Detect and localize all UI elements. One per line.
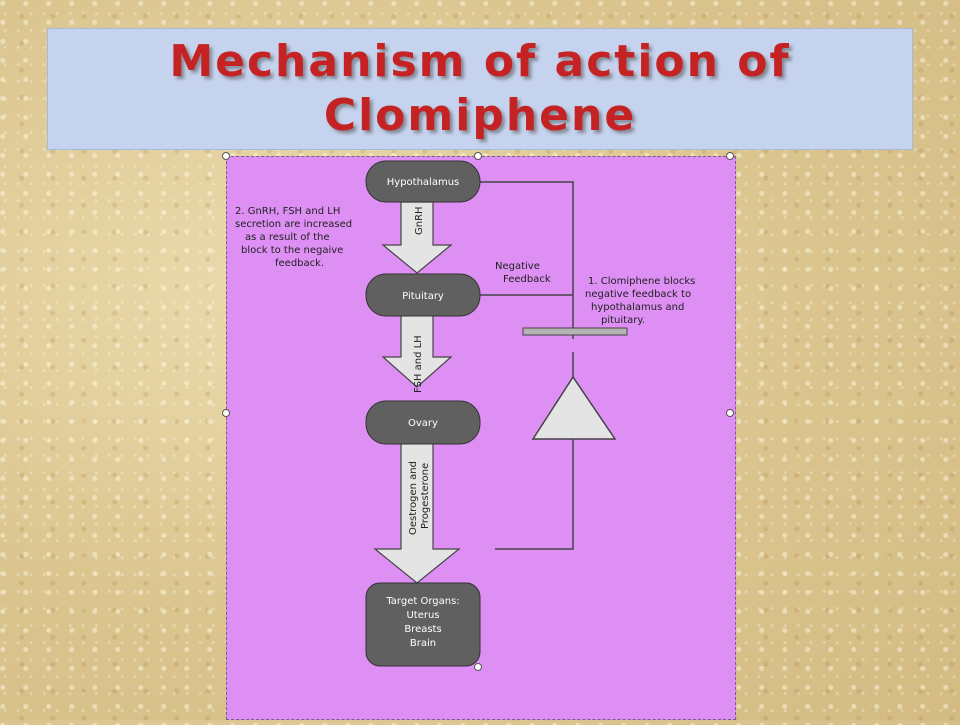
oestrogen-progesterone-arrow [373,442,461,584]
resize-handle-middle-right[interactable] [726,409,734,417]
negative-feedback-line-1: Negative [495,261,540,272]
target-organ-breasts: Breasts [404,624,441,635]
clomiphene-diagram: GnRH FSH and LH Oestrogen and Progestero… [222,152,736,720]
note-2-line-5: feedback. [275,258,324,269]
resize-handle-top-center[interactable] [474,152,482,160]
note-2-line-1: 2. GnRH, FSH and LH [235,206,340,217]
diagram-canvas: GnRH FSH and LH Oestrogen and Progestero… [235,160,695,667]
target-organ-brain: Brain [410,638,436,649]
target-organ-uterus: Uterus [406,610,439,621]
gnrh-label: GnRH [414,206,425,235]
note-2-line-2: secretion are increased [235,219,352,230]
feedback-line-hypothalamus [479,181,574,339]
feedback-triangle-icon [531,375,617,440]
note-1-line-3: hypothalamus and [591,302,684,313]
fsh-lh-arrow [381,314,453,388]
ovary-label: Ovary [408,418,438,429]
resize-handle-top-left[interactable] [222,152,230,160]
pituitary-label: Pituitary [402,291,444,302]
hypothalamus-label: Hypothalamus [387,177,460,188]
resize-handle-bottom-center[interactable] [474,663,482,671]
slide-title: Mechanism of action of Clomiphene [169,36,791,141]
hypothalamus-node: Hypothalamus [365,160,481,203]
target-organs-node: Target Organs: Uterus Breasts Brain [365,582,481,667]
note-1-line-1: 1. Clomiphene blocks [588,276,695,287]
title-banner: Mechanism of action of Clomiphene [47,28,913,150]
note-2-line-4: block to the negaive [241,245,343,256]
pituitary-node: Pituitary [365,273,481,317]
fsh-lh-label: FSH and LH [413,335,424,393]
resize-handle-top-right[interactable] [726,152,734,160]
negative-feedback-line-2: Feedback [503,274,551,285]
oestrogen-label: Oestrogen and [408,461,419,535]
feedback-line-return [495,439,574,550]
clomiphene-block-bar [522,327,628,336]
target-organs-heading: Target Organs: [385,596,459,607]
note-2-line-3: as a result of the [245,232,330,243]
note-1-line-2: negative feedback to [585,289,691,300]
progesterone-label: Progesterone [420,463,431,529]
resize-handle-middle-left[interactable] [222,409,230,417]
ovary-node: Ovary [365,400,481,445]
note-1-line-4: pituitary. [601,315,645,326]
gnrh-arrow [381,201,453,274]
